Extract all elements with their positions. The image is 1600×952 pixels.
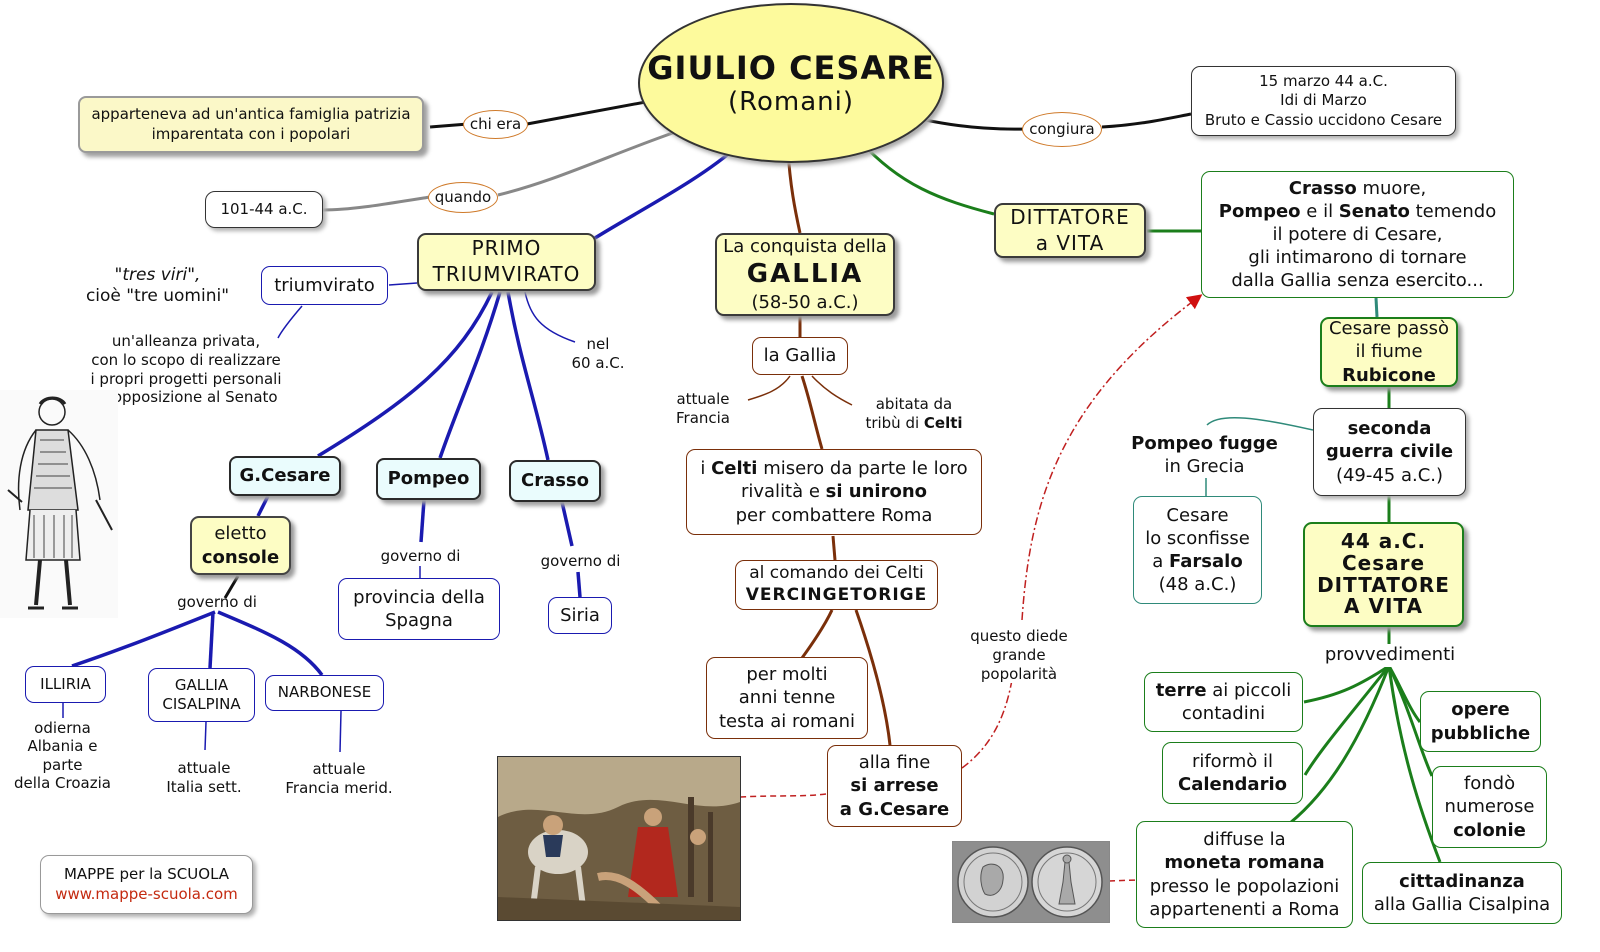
dittatore-box: DITTATORE a VITA xyxy=(994,203,1146,258)
pompeo-box: Pompeo xyxy=(376,458,481,500)
congiura-link: congiura xyxy=(1022,112,1102,147)
farsalo-box: Cesare lo sconfisse a Farsalo (48 a.C.) xyxy=(1133,496,1262,604)
gallia-box: La conquista della GALLIA (58-50 a.C.) xyxy=(715,233,895,316)
cesare-box: G.Cesare xyxy=(229,456,341,496)
subtitle-text: (Romani) xyxy=(727,87,855,117)
celti-tribes-text: abitata da tribù di Celti xyxy=(865,395,963,432)
illiria-box: ILLIRIA xyxy=(25,666,106,703)
governo-di-label-pompeo: governo di xyxy=(380,547,461,565)
civil-war-box: seconda guerra civile (49-45 a.C.) xyxy=(1313,408,1466,496)
dates-box: 101-44 a.C. xyxy=(205,191,323,228)
terre-box: terre ai piccoli contadini xyxy=(1144,672,1303,732)
resistance-box: per molti anni tenne testa ai romani xyxy=(706,657,868,739)
colonie-box: fondò numerose colonie xyxy=(1432,766,1547,848)
francia-text: attuale Francia xyxy=(675,390,730,427)
surrender-box: alla fine si arrese a G.Cesare xyxy=(827,745,962,827)
governo-di-label-cesare: governo di xyxy=(177,593,257,611)
chi-era-link: chi era xyxy=(463,110,528,139)
alliance-text: un'alleanza privata, con lo scopo di rea… xyxy=(90,332,282,407)
triumvirato-box: PRIMO TRIUMVIRATO xyxy=(417,233,596,291)
family-box: apparteneva ad un'antica famiglia patriz… xyxy=(78,96,424,153)
siria-box: Siria xyxy=(548,597,612,634)
provvedimenti-label: provvedimenti xyxy=(1315,644,1465,667)
main-title: GIULIO CESARE (Romani) xyxy=(638,3,944,163)
quando-link: quando xyxy=(428,182,498,213)
surrender-painting xyxy=(497,756,741,921)
narbonese-desc: attuale Francia merid. xyxy=(285,760,393,797)
cittadinanza-box: cittadinanza alla Gallia Cisalpina xyxy=(1362,862,1562,924)
console-box: eletto console xyxy=(190,516,291,575)
title-text: GIULIO CESARE xyxy=(647,49,935,87)
calendario-box: riformò il Calendario xyxy=(1162,742,1303,804)
tres-viri-text: "tres viri", cioè "tre uomini" xyxy=(85,265,230,307)
illiria-desc: odierna Albania e parte della Croazia xyxy=(14,719,111,792)
gallia-cisalpina-desc: attuale Italia sett. xyxy=(166,759,242,796)
la-gallia-box: la Gallia xyxy=(752,337,848,375)
popularity-text: questo diede grande popolarità xyxy=(960,627,1078,684)
conspiracy-box: 15 marzo 44 a.C. Idi di Marzo Bruto e Ca… xyxy=(1191,66,1456,136)
caesar-portrait xyxy=(0,390,118,618)
rubicone-box: Cesare passò il fiume Rubicone xyxy=(1320,317,1458,387)
narbonese-box: NARBONESE xyxy=(265,675,384,711)
roman-coins-image xyxy=(952,841,1110,923)
vercingetorige-box: al comando dei Celti VERCINGETORIGE xyxy=(735,560,938,610)
crasso-box: Crasso xyxy=(509,460,601,502)
governo-di-label-crasso: governo di xyxy=(540,552,621,570)
credits-box: MAPPE per la SCUOLA www.mappe-scuola.com xyxy=(40,855,253,914)
triumvirato-label: triumvirato xyxy=(261,266,388,305)
opere-box: opere pubbliche xyxy=(1420,691,1541,752)
dictator-44-box: 44 a.C. Cesare DITTATORE A VITA xyxy=(1303,522,1464,627)
moneta-box: diffuse la moneta romana presso le popol… xyxy=(1136,821,1353,928)
celti-unite-box: i Celti misero da parte le loro rivalità… xyxy=(686,449,982,535)
gallia-cisalpina-box: GALLIA CISALPINA xyxy=(148,668,255,722)
spagna-box: provincia della Spagna xyxy=(338,578,500,640)
year-60-text: nel 60 a.C. xyxy=(571,335,625,372)
senate-fear-box: Crasso muore, Pompeo e il Senato temendo… xyxy=(1201,171,1514,298)
pompeo-flees-text: Pompeo fugge in Grecia xyxy=(1131,433,1278,477)
